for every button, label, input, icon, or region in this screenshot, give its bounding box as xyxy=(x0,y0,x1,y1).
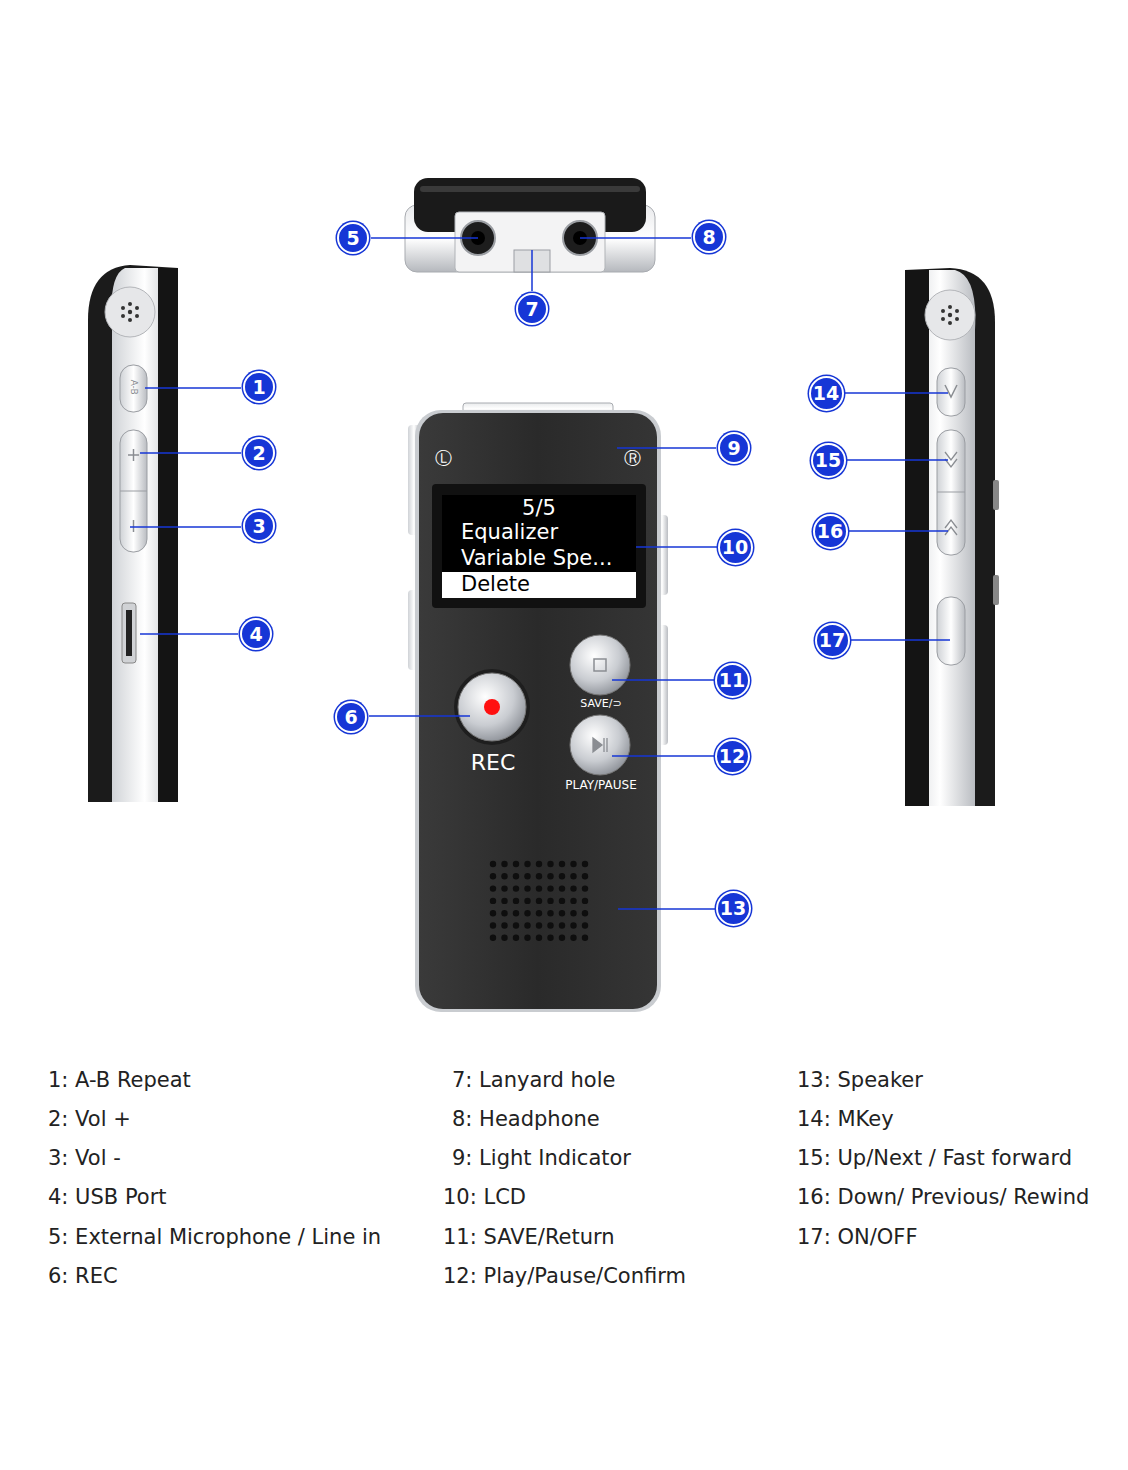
callout-text: 3 xyxy=(252,517,265,536)
callout-number: 1 xyxy=(243,371,275,403)
callout-number: 10 xyxy=(718,530,753,565)
callout-text: 11 xyxy=(719,671,745,690)
key-entry: 8: Headphone xyxy=(452,1107,600,1131)
callout-number: 8 xyxy=(693,221,725,253)
callout-number: 12 xyxy=(715,739,750,774)
device-label: PLAY/PAUSE xyxy=(565,779,637,793)
key-entry: 7: Lanyard hole xyxy=(452,1068,615,1092)
key-entry: 5: External Microphone / Line in xyxy=(48,1225,381,1249)
key-entry: 17: ON/OFF xyxy=(797,1225,917,1249)
callout-text: 4 xyxy=(249,625,262,644)
right-side-view xyxy=(905,268,999,806)
key-entry: 12: Play/Pause/Confirm xyxy=(443,1264,686,1288)
key-entry: 9: Light Indicator xyxy=(452,1146,631,1170)
callout-text: 12 xyxy=(719,747,745,766)
key-entry: 11: SAVE/Return xyxy=(443,1225,615,1249)
callout-number: 2 xyxy=(243,437,275,469)
lcd-line: Equalizer xyxy=(461,521,558,544)
callout-number: 16 xyxy=(813,514,848,549)
lcd-line: Variable Spe... xyxy=(461,547,612,570)
callout-text: 6 xyxy=(344,708,357,727)
callout-text: 8 xyxy=(702,228,715,247)
key-entry: 14: MKey xyxy=(797,1107,894,1131)
lcd-line: 5/5 xyxy=(522,497,556,520)
device-label: REC xyxy=(471,750,516,775)
key-entry: 3: Vol - xyxy=(48,1146,121,1170)
callout-text: 14 xyxy=(813,384,839,403)
key-entry: 16: Down/ Previous/ Rewind xyxy=(797,1185,1089,1209)
callout-number: 7 xyxy=(516,293,548,325)
key-entry: 13: Speaker xyxy=(797,1068,923,1092)
callout-number: 5 xyxy=(337,222,369,254)
front-view xyxy=(408,403,668,1012)
lcd-screen: 5/5EqualizerVariable Spe... Delete xyxy=(442,495,636,598)
key-entry: 15: Up/Next / Fast forward xyxy=(797,1146,1072,1170)
callout-text: 7 xyxy=(525,300,538,319)
callout-number: 11 xyxy=(715,663,750,698)
key-entry: 6: REC xyxy=(48,1264,118,1288)
callout-text: 9 xyxy=(727,439,740,458)
callout-text: 10 xyxy=(722,538,748,557)
lcd-line: Delete xyxy=(461,573,530,596)
callout-number: 17 xyxy=(815,623,850,658)
callout-number: 9 xyxy=(718,432,750,464)
key-entry: 1: A-B Repeat xyxy=(48,1068,191,1092)
device-label: Ⓡ xyxy=(624,449,641,469)
key-entry: 2: Vol + xyxy=(48,1107,131,1131)
device-label: SAVE/⊃ xyxy=(580,698,621,711)
callout-number: 4 xyxy=(240,618,272,650)
callout-text: 16 xyxy=(817,522,843,541)
callout-text: 13 xyxy=(720,899,746,918)
callout-text: 17 xyxy=(819,631,845,650)
device-label: Ⓛ xyxy=(435,449,452,469)
callout-text: 5 xyxy=(346,229,359,248)
callout-number: 13 xyxy=(716,891,751,926)
speaker-grille xyxy=(490,861,588,941)
callout-number: 14 xyxy=(809,376,844,411)
callout-text: 15 xyxy=(815,451,841,470)
top-view xyxy=(405,178,655,272)
left-side-view xyxy=(88,265,178,802)
device-label: A-B xyxy=(128,380,138,395)
callout-number: 3 xyxy=(243,510,275,542)
key-entry: 4: USB Port xyxy=(48,1185,167,1209)
callout-text: 2 xyxy=(252,444,265,463)
key-entry: 10: LCD xyxy=(443,1185,526,1209)
callout-number: 15 xyxy=(811,443,846,478)
callout-number: 6 xyxy=(335,701,367,733)
callout-text: 1 xyxy=(252,378,265,397)
